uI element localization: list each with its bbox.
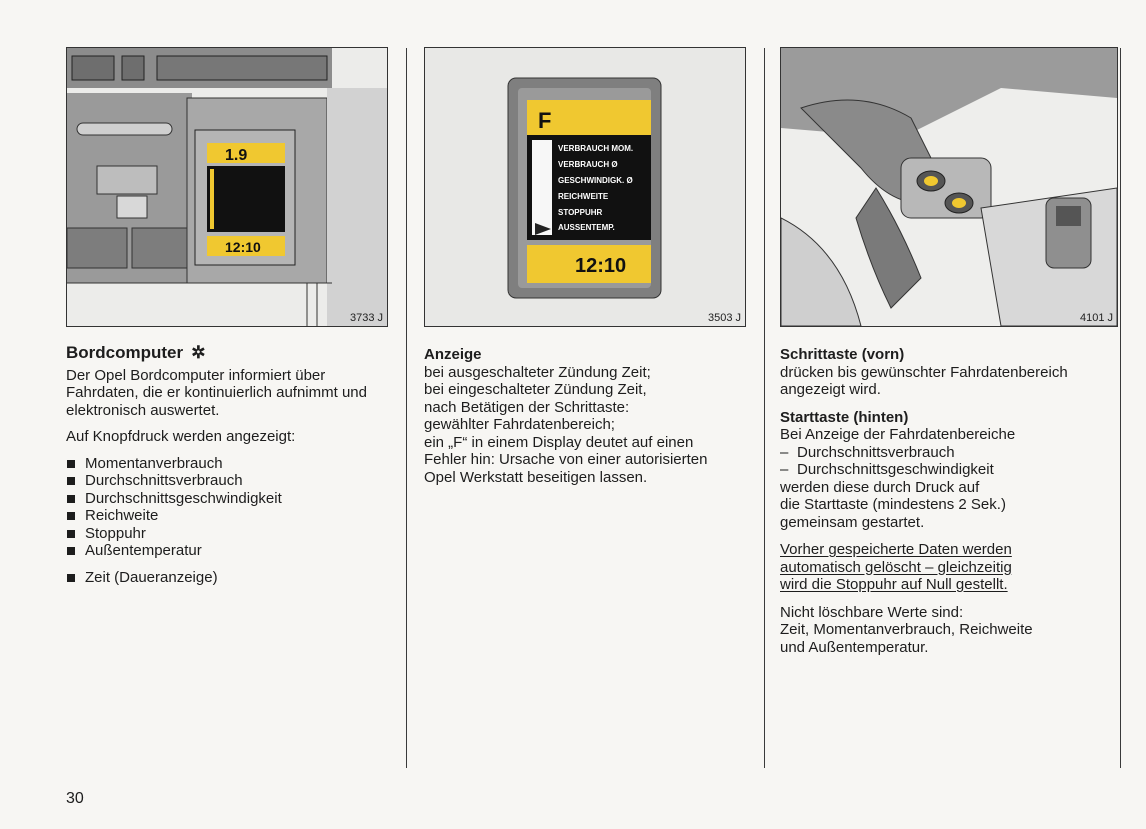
body-line: Fehler hin: Ursache von einer autorisier… <box>424 451 708 468</box>
figure-ref-middle: 3503 J <box>707 312 741 324</box>
menu-item-4: REICHWEITE <box>558 192 609 201</box>
body-line: die Starttaste (mindestens 2 Sek.) <box>780 496 1006 513</box>
body-line: gewählter Fahrdatenbereich; <box>424 416 615 433</box>
section-title: Bordcomputer <box>66 343 184 362</box>
small-value-readout: 1.9 <box>225 147 247 164</box>
step-button-heading: Schrittaste (vorn) <box>780 346 905 363</box>
page-number: 30 <box>66 790 84 807</box>
dash-item: Durchschnittsgeschwindigkeit <box>780 461 1116 479</box>
figure-ref-right: 4101 J <box>1079 312 1113 324</box>
body-line: werden diese durch Druck auf <box>780 478 980 496</box>
body-line: ein „F“ in einem Display deutet auf eine… <box>424 433 694 451</box>
warning-note: Vorher gespeicherte Daten werden automat… <box>780 541 1116 594</box>
lcd-display-illustration: F VERBRAUCH MOM. VERBRAUCH Ø GESCHWINDIG… <box>424 47 746 327</box>
body-line: und Außentemperatur. <box>780 638 929 656</box>
list-item: Stoppuhr <box>66 525 396 543</box>
menu-item-3: GESCHWINDIGK. Ø <box>558 176 633 185</box>
body-line: Zeit, Momentanverbrauch, Reichweite <box>780 621 1033 638</box>
body-line: Bei Anzeige der Fahrdatenbereiche <box>780 426 1016 443</box>
error-indicator-f: F <box>538 108 551 133</box>
body-line: drücken bis gewünschter Fahrdatenbereich <box>780 363 1068 381</box>
left-text-column: Bordcomputer ✲ Der Opel Bordcomputer inf… <box>66 344 396 586</box>
body-line: nach Betätigen der Schrittaste: <box>424 398 630 416</box>
dash-item: Durchschnittsverbrauch <box>780 444 1116 462</box>
body-line: gemeinsam gestartet. <box>780 513 925 531</box>
underlined-line: Vorher gespeicherte Daten werden <box>780 541 1012 558</box>
body-line: bei ausgeschalteter Zündung Zeit; <box>424 363 651 381</box>
display-items-list: Momentanverbrauch Durchschnittsverbrauch… <box>66 455 396 560</box>
list-item: Durchschnittsverbrauch <box>66 472 396 490</box>
underlined-line: automatisch gelöscht – gleichzeitig <box>780 558 1012 576</box>
menu-item-6: AUSSENTEMP. <box>558 223 615 232</box>
list-item: Außentemperatur <box>66 542 396 560</box>
time-readout: 12:10 <box>575 255 626 277</box>
permanent-item-list: Zeit (Daueranzeige) <box>66 569 396 587</box>
body-line: angezeigt wird. <box>780 381 881 398</box>
snowflake-icon: ✲ <box>191 343 206 362</box>
page-edge-line <box>1120 48 1121 768</box>
right-text-column: Schrittaste (vorn) drücken bis gewünscht… <box>780 346 1116 656</box>
list-item: Reichweite <box>66 507 396 525</box>
menu-item-1: VERBRAUCH MOM. <box>558 144 633 153</box>
list-item: Durchschnittsgeschwindigkeit <box>66 490 396 508</box>
intro-line-3: elektronisch auswertet. <box>66 401 220 419</box>
underlined-line: wird die Stoppuhr auf Null gestellt. <box>780 576 1008 593</box>
menu-item-5: STOPPUHR <box>558 208 603 217</box>
console-buttons-illustration: 4101 J <box>780 47 1118 327</box>
intro-line-2: Fahrdaten, die er kontinuierlich aufnimm… <box>66 384 367 401</box>
start-button-heading: Starttaste (hinten) <box>780 408 909 426</box>
anzeige-heading: Anzeige <box>424 346 482 363</box>
list-item: Momentanverbrauch <box>66 455 396 473</box>
column-divider-1 <box>406 48 407 768</box>
column-divider-2 <box>764 48 765 768</box>
body-line: bei eingeschalteter Zündung Zeit, <box>424 381 647 398</box>
middle-text-column: Anzeige bei ausgeschalteter Zündung Zeit… <box>424 346 754 486</box>
figure-ref-left: 3733 J <box>349 312 383 324</box>
small-time-readout: 12:10 <box>225 239 261 255</box>
body-line: Nicht löschbare Werte sind: <box>780 603 964 621</box>
dash-list: Durchschnittsverbrauch Durchschnittsgesc… <box>780 444 1116 479</box>
shown-label: Auf Knopfdruck werden angezeigt: <box>66 428 296 445</box>
intro-line-1: Der Opel Bordcomputer informiert über <box>66 366 326 384</box>
list-item: Zeit (Daueranzeige) <box>66 569 396 587</box>
menu-item-2: VERBRAUCH Ø <box>558 160 618 169</box>
body-line: Opel Werkstatt beseitigen lassen. <box>424 468 648 486</box>
dashboard-illustration: 1.9 12:10 3733 J <box>66 47 388 327</box>
